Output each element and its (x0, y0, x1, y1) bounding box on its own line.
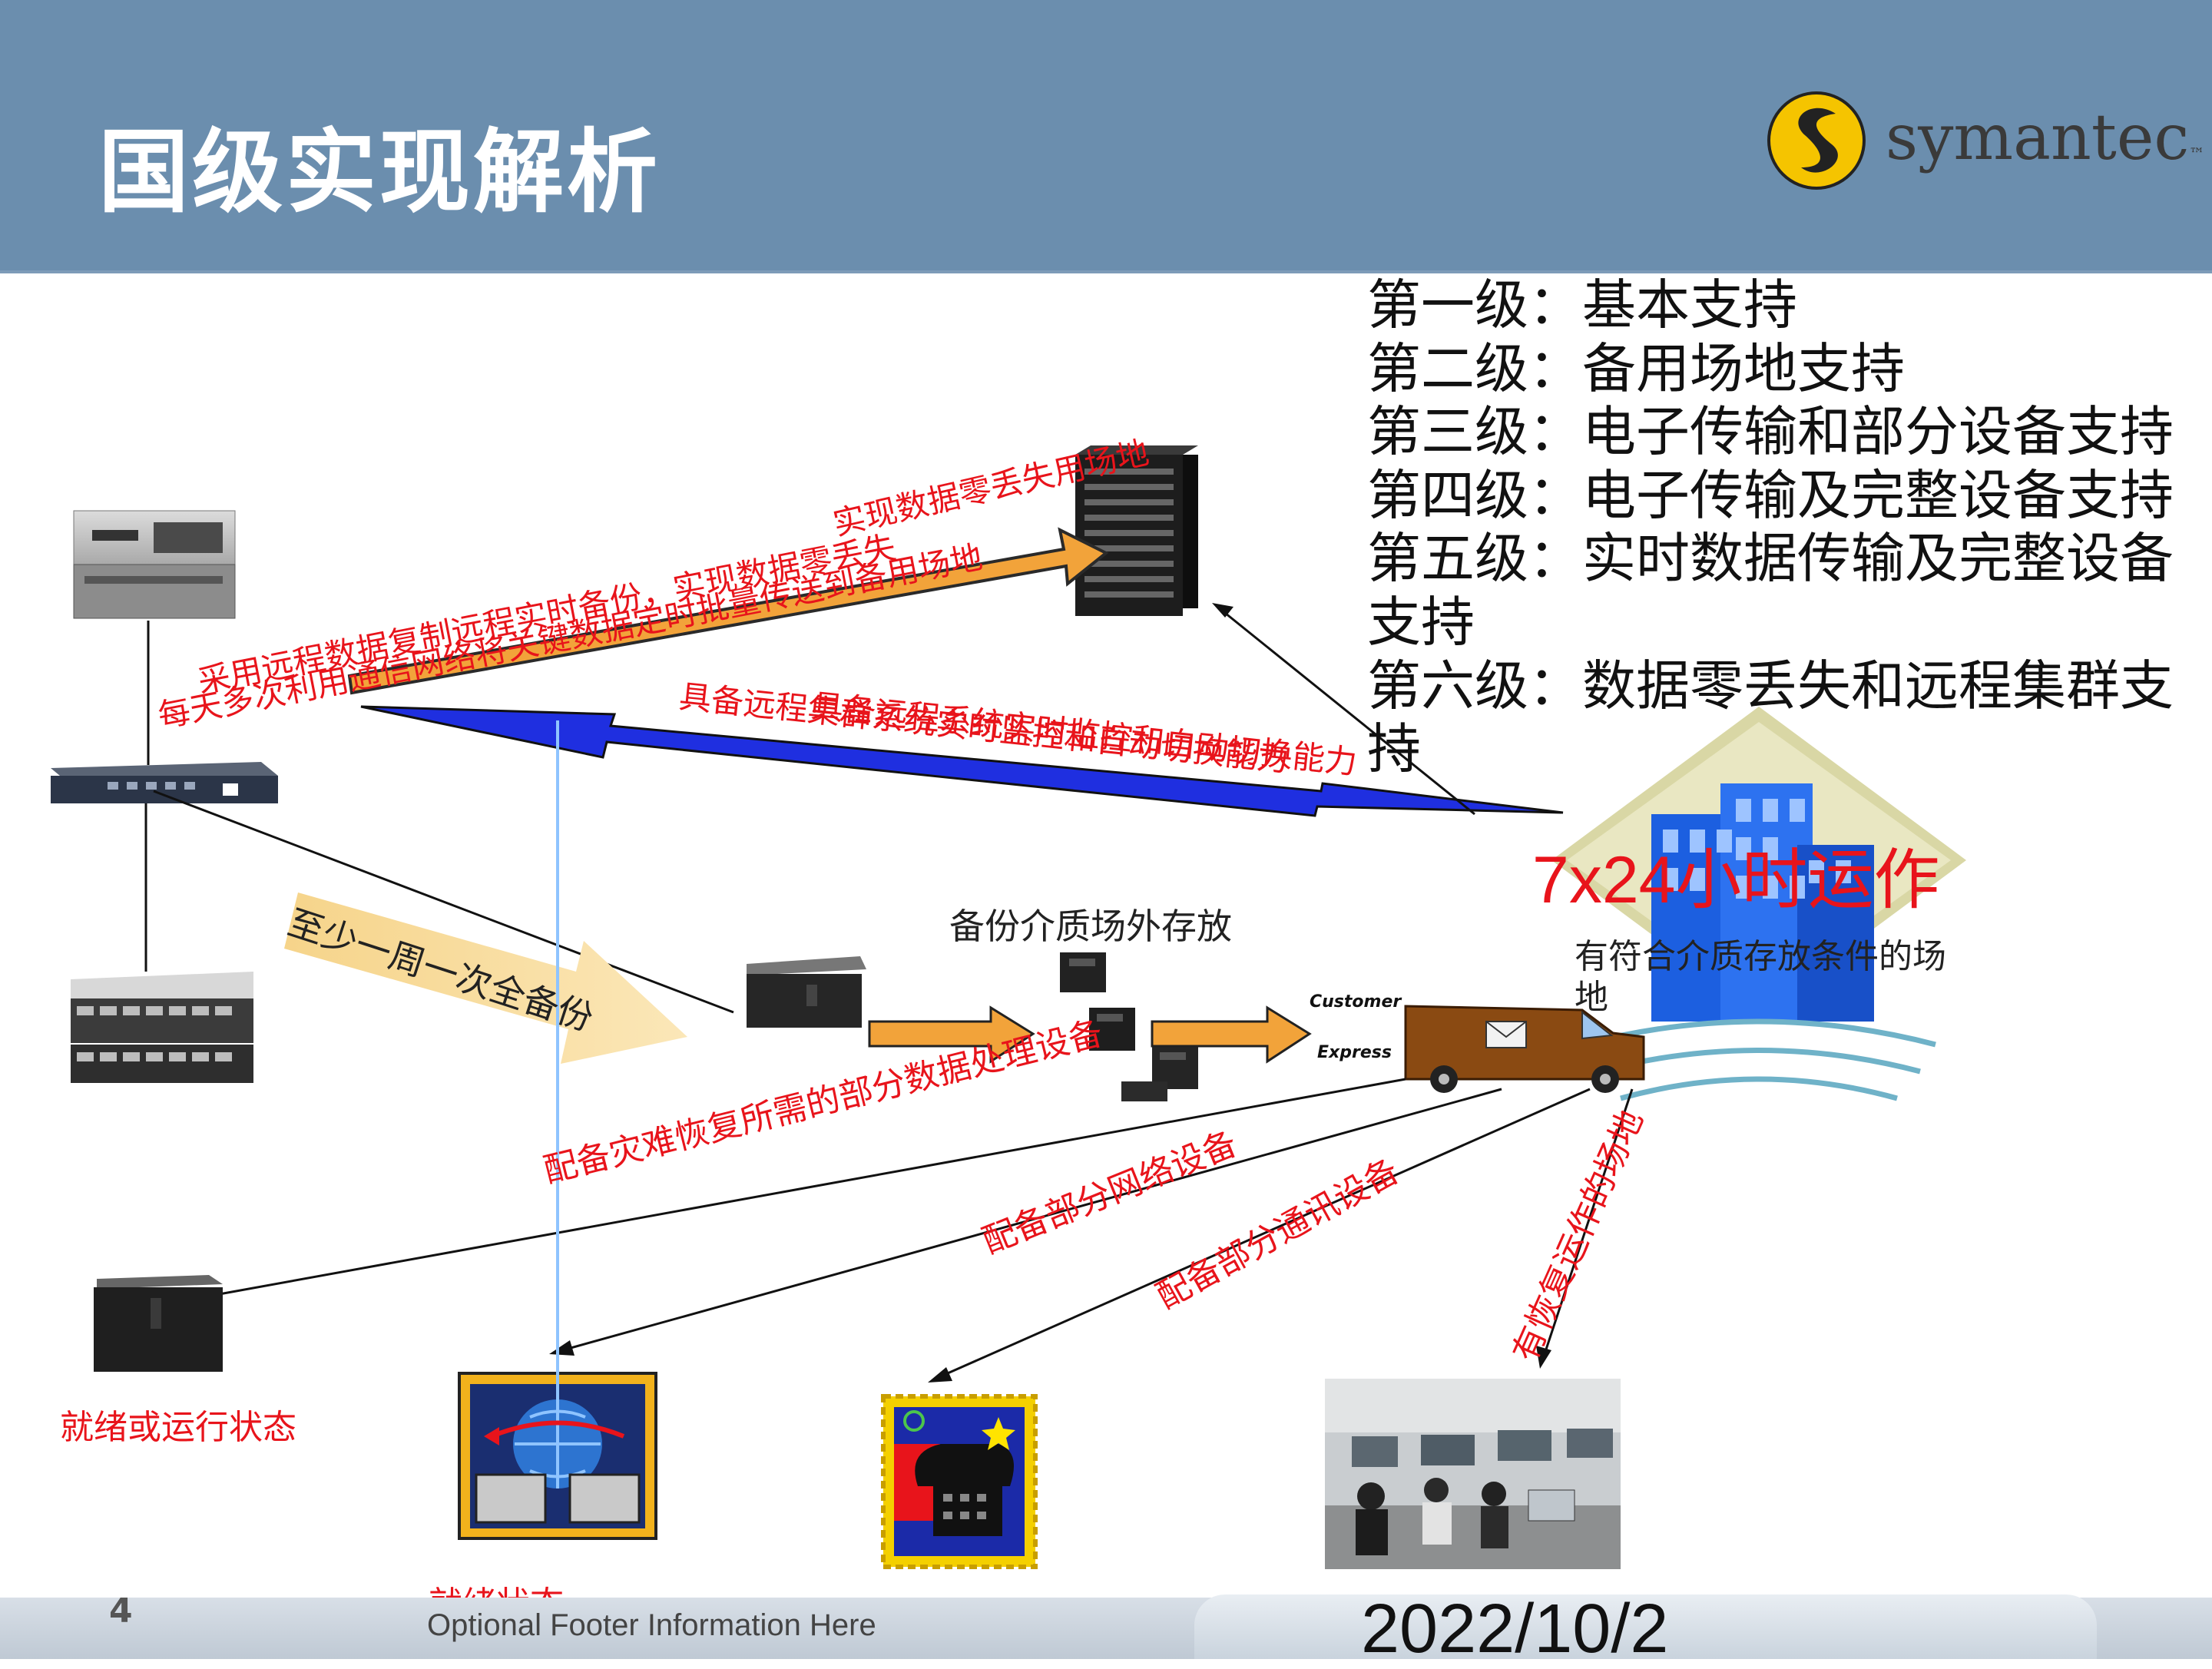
level-6: 第六级：数据零丢失和远程集群支持 (1367, 654, 2174, 781)
level-4: 第四级：电子传输及完整设备支持 (1367, 463, 2174, 527)
rack-server-icon (1075, 445, 1198, 616)
telephone-clipart-icon (881, 1394, 1038, 1569)
footer-date-panel (1194, 1594, 2097, 1659)
van-customer-text: Customer (1310, 992, 1402, 1012)
operations-room-photo (1325, 1379, 1621, 1569)
building-icon (1551, 707, 1966, 1101)
transfer-arrow-2 (1151, 1005, 1312, 1064)
offsite-media-label: 备份介质场外存放 (949, 906, 1232, 947)
transfer-arrow-1 (868, 1005, 1035, 1064)
cluster-arrow (360, 705, 1564, 817)
level-1: 第一级：基本支持 (1367, 273, 1797, 336)
level-3: 第三级：电子传输和部分设备支持 (1367, 400, 2174, 464)
weekly-backup-arrow (284, 892, 687, 1064)
network-clipart-icon (458, 720, 657, 1540)
delivery-van-icon (1404, 1005, 1645, 1093)
network-switch-icon (51, 762, 278, 803)
level-2: 第二级：备用场地支持 (1367, 336, 1905, 400)
level-5: 第五级：实时数据传输及完整设备支持 (1367, 527, 2174, 654)
storage-array-icon (71, 972, 253, 1083)
page-number: 4 (109, 1591, 133, 1631)
storage-site-label: 有符合介质存放条件的场地 (1575, 937, 1946, 1017)
ready-running-label: 就绪或运行状态 (60, 1408, 296, 1447)
tower-server-icon (94, 1275, 223, 1372)
server-icon (73, 510, 236, 619)
symantec-logo (1767, 91, 1866, 190)
footer-info: Optional Footer Information Here (427, 1608, 876, 1642)
tape-cartridge-icon (1060, 952, 1198, 1101)
operation-247-label: 7x24小时运作 (1532, 843, 1940, 917)
symantec-logo-text: symantec™ (1886, 101, 2205, 174)
footer-date: 2022/10/2 (1361, 1591, 1669, 1667)
replication-arrow (347, 527, 1109, 695)
tape-library-icon (747, 956, 866, 1028)
van-express-text: Express (1317, 1043, 1392, 1062)
page-title: 国级实现解析 (98, 119, 661, 225)
levels-list: 第一级：基本支持 第二级：备用场地支持 第三级：电子传输和部分设备支持 第四级：… (1367, 273, 2204, 781)
